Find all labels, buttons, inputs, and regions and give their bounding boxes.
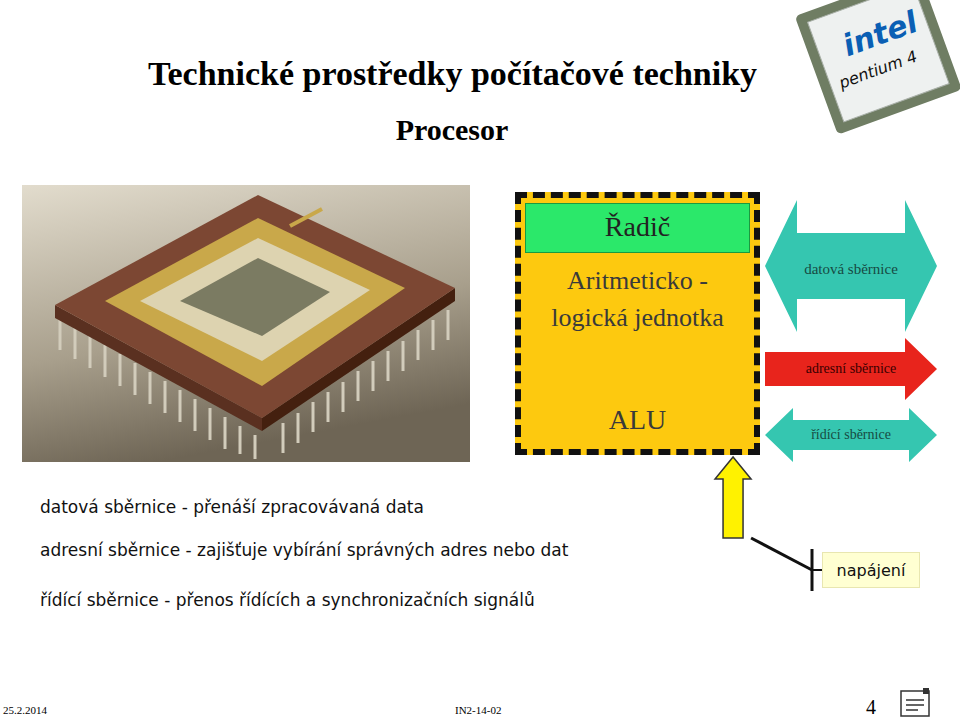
power-box: napájení <box>822 552 920 588</box>
control-unit-box: Řadič <box>525 203 750 253</box>
bond-area <box>140 238 370 361</box>
chip-photo <box>22 185 470 462</box>
address-bus-arrow: adresní sběrnice <box>765 338 937 400</box>
photo-ground <box>22 185 470 462</box>
bus-name: řídící sběrnice <box>765 426 937 443</box>
arrow-outline <box>765 200 937 332</box>
control-bus-arrow: řídící sběrnice <box>765 408 937 462</box>
bus-note: řídící sběrnice - přenos řídících a sync… <box>40 590 535 610</box>
chip-body <box>55 195 455 418</box>
connector-line <box>751 538 812 570</box>
die <box>180 258 330 336</box>
power-label: napájení <box>823 561 919 580</box>
processor-box: Aritmeticko - logická jednotkaALU Řadič <box>515 192 760 455</box>
gold-tab <box>290 209 322 226</box>
logo-face <box>808 0 949 122</box>
unit-name: Aritmeticko - logická jednotka <box>521 262 754 336</box>
logo-chip <box>795 0 960 135</box>
arrow-outline <box>765 408 937 462</box>
unit-name: Řadič <box>526 210 749 244</box>
footer-date: 25.2.2014 <box>3 704 47 716</box>
pentium-logo <box>795 0 960 135</box>
icon-lines <box>906 700 924 710</box>
bus-note: datová sběrnice - přenáší zpracovávaná d… <box>40 497 424 517</box>
footer-code: IN2-14-02 <box>455 704 501 716</box>
icon-frame <box>901 691 929 716</box>
data-bus-arrow: datová sběrnice <box>765 200 937 332</box>
gold-frame <box>105 218 405 386</box>
slide-title: Technické prostředky počítačové techniky <box>0 55 905 93</box>
icon-dot <box>923 688 929 694</box>
power-connector <box>715 457 822 591</box>
arrow-outline <box>765 338 937 400</box>
power-arrow <box>715 457 751 538</box>
page-icon <box>901 688 929 716</box>
bus-name: adresní sběrnice <box>765 360 937 377</box>
slide-subtitle: Procesor <box>302 113 602 147</box>
bus-note: adresní sběrnice - zajišťuje vybírání sp… <box>40 540 568 560</box>
unit-abbrev: ALU <box>521 403 754 437</box>
page-number: 4 <box>866 696 876 719</box>
bus-name: datová sběrnice <box>765 260 937 278</box>
connector-stub <box>812 569 822 571</box>
